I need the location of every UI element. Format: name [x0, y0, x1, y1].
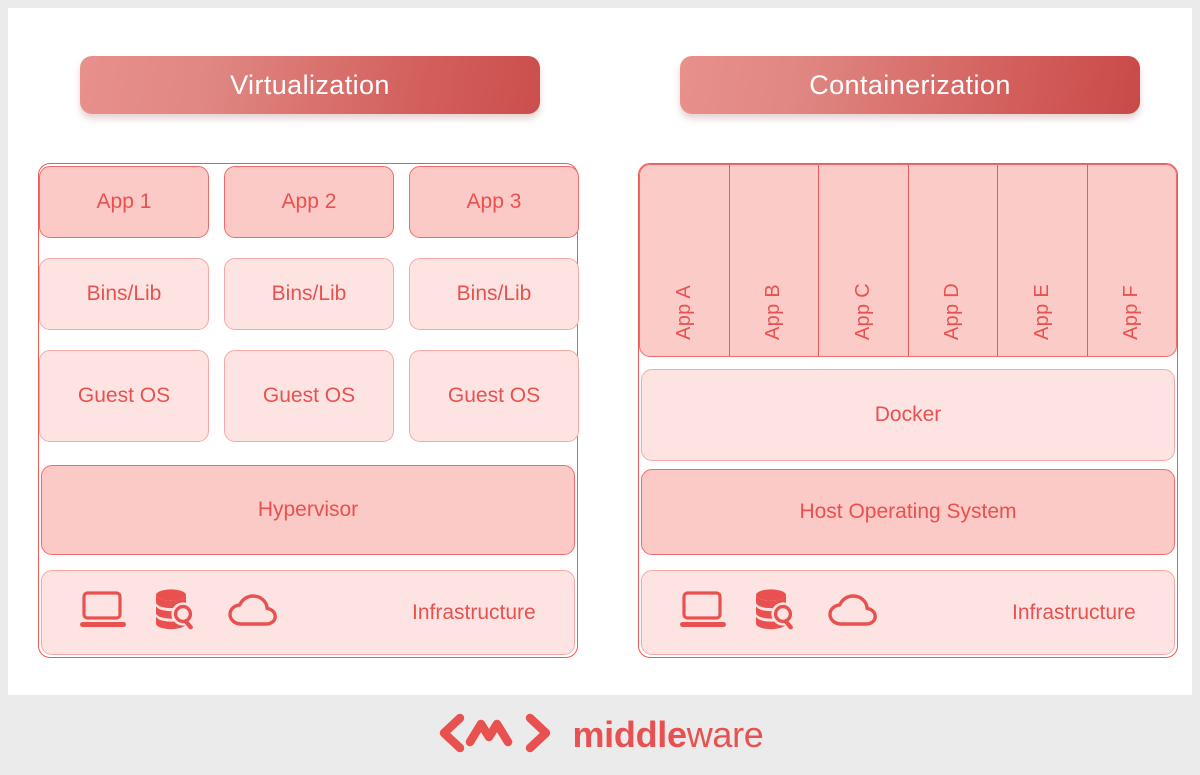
cloud-icon — [226, 590, 282, 636]
container-app-column[interactable]: App A — [640, 165, 730, 356]
container-app-column[interactable]: App F — [1088, 165, 1177, 356]
app-box-label: App 1 — [96, 190, 152, 213]
app-box-label: App 3 — [466, 190, 522, 213]
app-box[interactable]: App 2 — [224, 166, 394, 238]
bins-lib-label: Bins/Lib — [456, 282, 532, 305]
guest-os-box[interactable]: Guest OS — [224, 350, 394, 442]
infrastructure-box[interactable]: Infrastructure — [41, 570, 575, 655]
guest-os-label: Guest OS — [77, 384, 171, 407]
containerization-banner-label: Containerization — [809, 69, 1011, 100]
infrastructure-label: Infrastructure — [412, 600, 536, 624]
virtualization-banner-label: Virtualization — [230, 69, 390, 100]
angle-bracket-wave-logo-icon — [436, 710, 554, 761]
brand-bold: middle — [572, 714, 687, 755]
guest-os-box[interactable]: Guest OS — [409, 350, 579, 442]
container-app-column[interactable]: App B — [730, 165, 819, 356]
virtualization-banner: Virtualization — [80, 56, 540, 114]
virtualization-app-row: App 1 App 2 App 3 — [39, 166, 579, 238]
docker-label: Docker — [874, 403, 942, 426]
hypervisor-box[interactable]: Hypervisor — [41, 465, 575, 555]
container-app-label: App A — [672, 285, 695, 340]
bins-lib-box[interactable]: Bins/Lib — [39, 258, 209, 330]
database-search-icon — [752, 588, 800, 638]
container-app-label: App B — [762, 284, 785, 340]
guest-os-box[interactable]: Guest OS — [39, 350, 209, 442]
infrastructure-box[interactable]: Infrastructure — [641, 570, 1175, 655]
host-operating-system-box[interactable]: Host Operating System — [641, 469, 1175, 555]
container-app-column[interactable]: App D — [909, 165, 998, 356]
bins-lib-box[interactable]: Bins/Lib — [409, 258, 579, 330]
guest-os-label: Guest OS — [447, 384, 541, 407]
container-app-label: App F — [1120, 285, 1143, 340]
virtualization-panel: App 1 App 2 App 3 Bins/Lib Bins/Lib Bins… — [38, 163, 579, 658]
app-box[interactable]: App 1 — [39, 166, 209, 238]
host-operating-system-label: Host Operating System — [799, 500, 1017, 523]
diagram-sheet: Virtualization App 1 App 2 App 3 Bins/Li… — [8, 8, 1192, 695]
containerization-panel: App A App B App C App D App E App F — [638, 163, 1178, 658]
bins-lib-label: Bins/Lib — [86, 282, 162, 305]
infrastructure-label: Infrastructure — [1012, 600, 1136, 624]
container-app-label: App E — [1030, 284, 1053, 340]
cloud-icon — [826, 590, 882, 636]
database-search-icon — [152, 588, 200, 638]
docker-box[interactable]: Docker — [641, 369, 1175, 461]
guest-os-label: Guest OS — [262, 384, 356, 407]
container-app-label: App C — [851, 282, 874, 340]
hypervisor-label: Hypervisor — [257, 498, 359, 521]
brand-light: ware — [686, 714, 764, 755]
container-app-column[interactable]: App C — [819, 165, 909, 356]
virtualization-bins-row: Bins/Lib Bins/Lib Bins/Lib — [39, 258, 579, 330]
footer: middleware — [0, 695, 1200, 775]
virtualization-guest-os-row: Guest OS Guest OS Guest OS — [39, 350, 579, 442]
bins-lib-box[interactable]: Bins/Lib — [224, 258, 394, 330]
container-app-label: App D — [941, 282, 964, 340]
laptop-icon — [680, 590, 726, 636]
app-box[interactable]: App 3 — [409, 166, 579, 238]
containerization-banner: Containerization — [680, 56, 1140, 114]
laptop-icon — [80, 590, 126, 636]
bins-lib-label: Bins/Lib — [271, 282, 347, 305]
brand-wordmark: middleware — [572, 717, 763, 753]
app-box-label: App 2 — [281, 190, 337, 213]
container-app-column[interactable]: App E — [998, 165, 1088, 356]
container-apps-strip: App A App B App C App D App E App F — [639, 164, 1177, 357]
